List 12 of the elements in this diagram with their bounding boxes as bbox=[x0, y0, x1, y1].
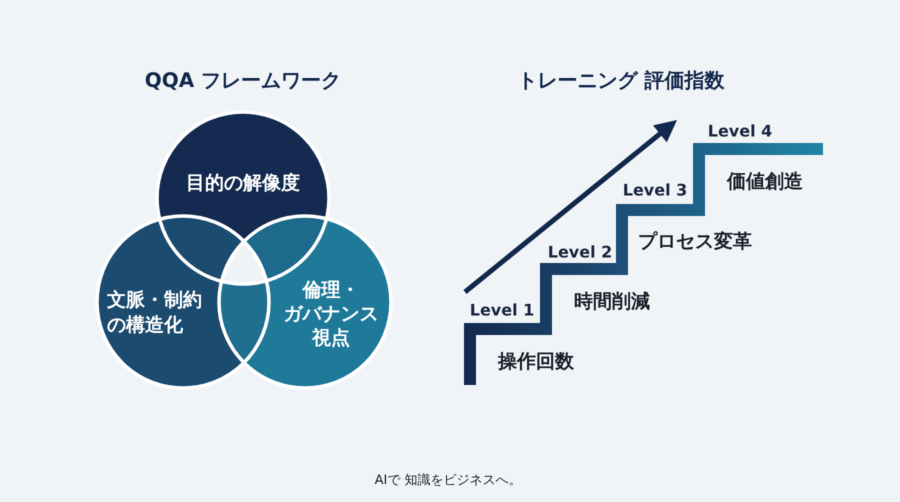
section-heading: トレーニング 評価指数 bbox=[518, 68, 724, 92]
level-label: Level 2 bbox=[548, 242, 612, 262]
level-label: Level 4 bbox=[708, 121, 772, 141]
level-label: Level 3 bbox=[622, 180, 688, 200]
section-heading: QQA フレームワーク bbox=[144, 68, 342, 92]
tagline: AIで 知識をビジネスへ。 bbox=[374, 473, 522, 489]
venn-circle: 倫理・ガバナンス視点 bbox=[216, 213, 394, 391]
step-label: 価値創造 bbox=[727, 170, 803, 194]
level-label: Level 1 bbox=[470, 300, 534, 320]
step-label: 時間削減 bbox=[574, 290, 650, 314]
step-label: プロセス変革 bbox=[638, 230, 752, 254]
step-label: 操作回数 bbox=[498, 350, 574, 374]
